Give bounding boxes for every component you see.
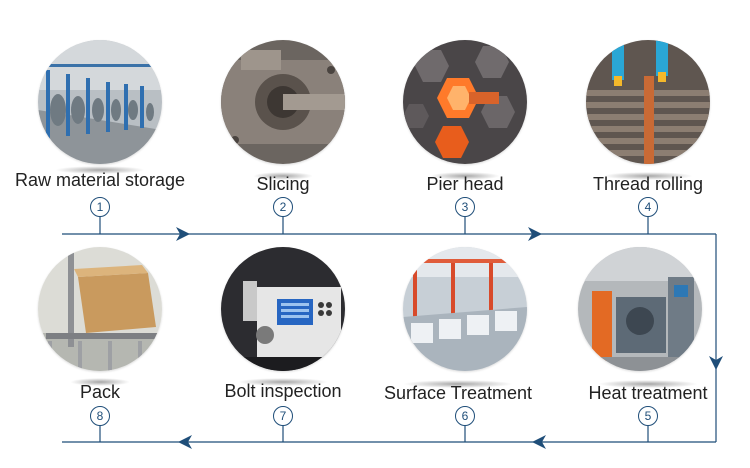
pier-head-photo: [403, 40, 527, 164]
step-label: Bolt inspection: [224, 381, 342, 401]
bolt-inspection-photo: [221, 247, 345, 371]
step-label: Pier head: [426, 174, 504, 194]
label-shadow: [55, 166, 145, 174]
arrow-right-icon: [528, 227, 542, 241]
arrow-left-icon: [532, 435, 546, 449]
surface-treatment-photo: [403, 247, 527, 371]
label-shadow: [598, 380, 698, 388]
step-number-badge: 4: [638, 197, 658, 217]
arrow-down-icon: [709, 356, 723, 370]
label-shadow: [430, 172, 500, 180]
step-number-badge: 3: [455, 197, 475, 217]
pack-photo: [38, 247, 162, 371]
label-shadow: [238, 378, 328, 386]
step-number-badge: 1: [90, 197, 110, 217]
thread-rolling-photo: [586, 40, 710, 164]
step-number-badge: 6: [455, 406, 475, 426]
step-number-badge: 2: [273, 197, 293, 217]
label-shadow: [603, 172, 693, 180]
label-shadow: [253, 172, 313, 180]
step-label: Slicing: [256, 174, 310, 194]
raw-material-storage-photo: [38, 40, 162, 164]
step-label: Surface Treatment: [383, 383, 533, 403]
step-number-badge: 7: [273, 406, 293, 426]
step-number-badge: 5: [638, 406, 658, 426]
arrow-left-icon: [178, 435, 192, 449]
step-label: Thread rolling: [592, 174, 704, 194]
step-label: Raw material storage: [14, 170, 186, 190]
step-label: Pack: [79, 382, 121, 402]
step-number-badge: 8: [90, 406, 110, 426]
slicing-photo: [221, 40, 345, 164]
arrow-right-icon: [176, 227, 190, 241]
label-shadow: [70, 378, 130, 386]
heat-treatment-photo: [578, 247, 702, 371]
step-label: Heat treatment: [588, 383, 708, 403]
label-shadow: [403, 380, 513, 388]
